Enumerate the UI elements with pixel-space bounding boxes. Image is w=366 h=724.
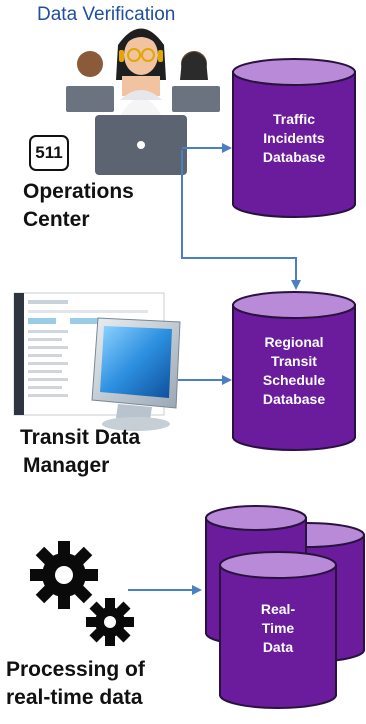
operations-center-label: Operations Center — [23, 178, 134, 234]
transit-manager-illustration — [13, 292, 181, 431]
traffic-incidents-database-label: Traffic Incidents Database — [236, 110, 352, 167]
operator-center-icon — [116, 28, 166, 120]
db-label-line: Incidents — [263, 130, 325, 146]
transit-data-manager-label-line1: Transit Data — [20, 426, 141, 449]
gears-icon — [30, 541, 134, 646]
db-label-line: Schedule — [262, 372, 326, 388]
operations-center-label-line1: Operations — [23, 180, 134, 203]
db-label-line: Database — [262, 391, 326, 407]
operator-laptop-icon — [95, 115, 187, 175]
processing-real-time-label-line2: real-time data — [6, 686, 143, 709]
db-label-line: Time — [261, 620, 295, 636]
arrow-ops-to-transit-db — [181, 150, 301, 290]
db-label-line: Real- — [260, 601, 296, 617]
operations-center-label-line2: Center — [23, 208, 90, 231]
operator-left-icon — [66, 51, 114, 112]
regional-transit-schedule-database-label: Regional Transit Schedule Database — [236, 333, 352, 409]
transit-data-manager-label: Transit Data Manager — [20, 424, 140, 480]
db-label-line: Transit — [271, 353, 317, 369]
db-label-line: Regional — [264, 334, 324, 350]
real-time-data-database-label: Real- Time Data — [222, 600, 334, 657]
511-logo-text: 511 — [35, 143, 63, 162]
db-label-line: Data — [262, 639, 294, 655]
db-label-line: Database — [262, 149, 326, 165]
traffic-incidents-database — [232, 58, 356, 218]
diagram-title: Data Verification — [37, 4, 176, 25]
operators-illustration — [66, 28, 220, 175]
db-label-line: Traffic — [272, 111, 315, 127]
processing-real-time-label: Processing of real-time data — [6, 656, 145, 712]
511-logo-icon — [29, 135, 69, 171]
regional-transit-schedule-database — [232, 291, 356, 451]
transit-data-manager-label-line2: Manager — [23, 454, 110, 477]
connector-arrows — [128, 143, 301, 595]
monitor-icon — [91, 317, 181, 431]
real-time-data-database-stack — [205, 505, 365, 709]
operator-right-icon — [172, 51, 220, 112]
processing-real-time-label-line1: Processing of — [6, 658, 145, 681]
